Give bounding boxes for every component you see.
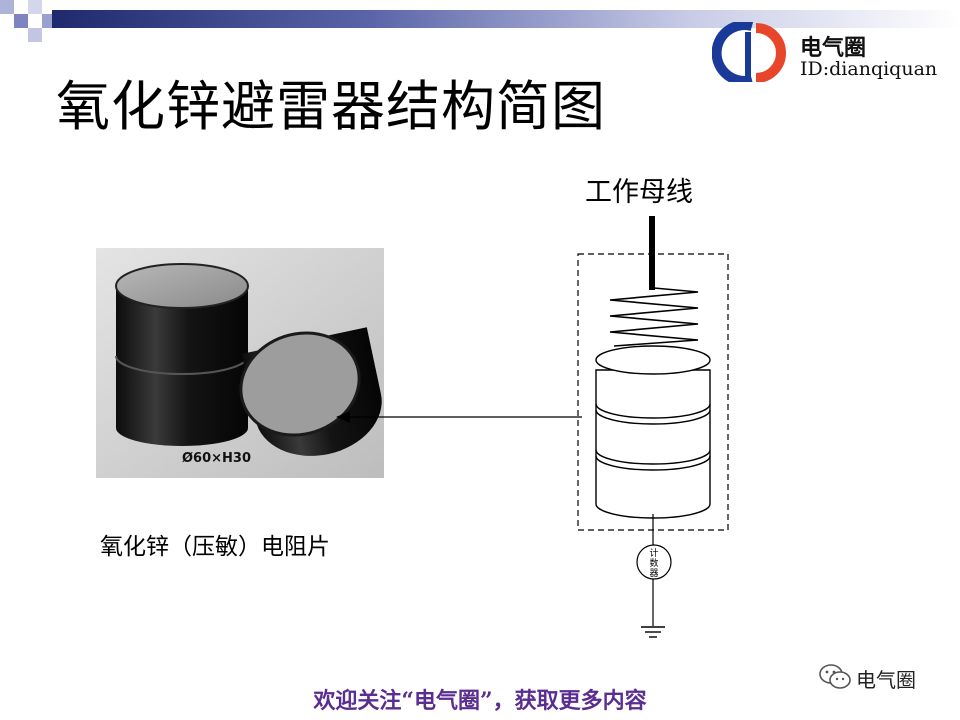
discharge-counter [636,544,672,580]
ground-symbol [641,626,665,638]
arrester-housing [577,253,729,531]
dianqiquan-logo-icon [711,20,786,86]
counter-label-1: 计 [649,547,658,559]
page-title: 氧化锌避雷器结构简图 [56,75,606,138]
disc-stack [595,345,711,519]
counter-label-3: 器 [649,568,658,579]
dimension-label: Ø60×H30 [182,451,251,466]
resistor-caption: 氧化锌（压敏）电阻片 [100,534,330,560]
varistor-photo: Ø60×H30 [96,248,384,478]
footer-text: 欢迎关注“电气圈”，获取更多内容 [313,688,647,714]
busbar-label: 工作母线 [585,177,693,208]
wechat-watermark: 电气圈 [818,662,948,692]
counter-label-2: 数 [649,557,658,569]
wechat-icon [819,664,851,689]
watermark-label: 电气圈 [856,668,916,692]
logo-name: 电气圈 [800,35,867,61]
logo-id: ID:dianqiquan [800,58,938,80]
brand-logo: 电气圈 ID:dianqiquan [711,20,960,86]
spring [609,287,699,347]
